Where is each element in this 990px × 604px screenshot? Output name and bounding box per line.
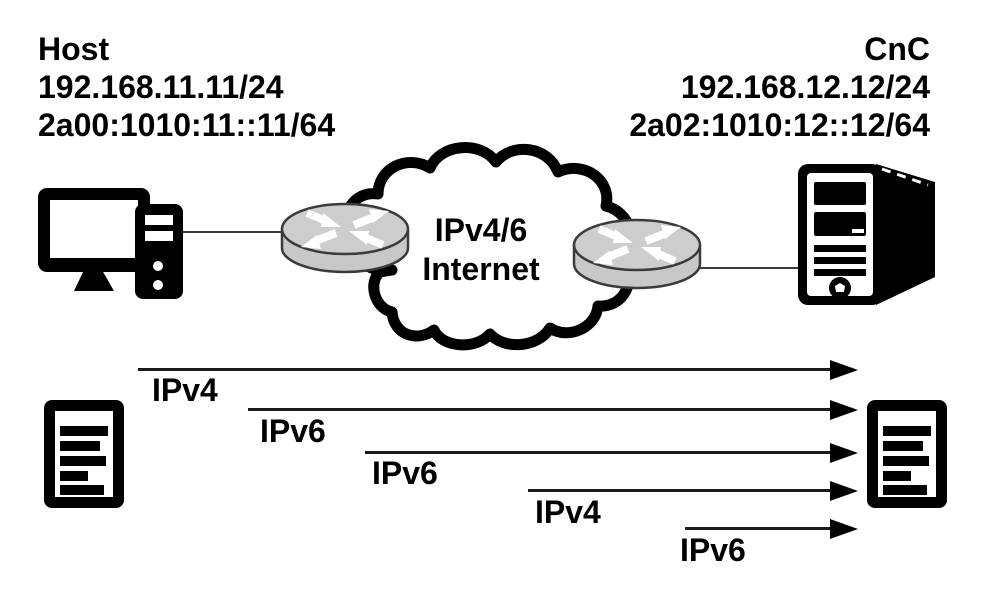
- cloud-caption-line1: IPv4/6: [434, 212, 528, 248]
- cnc-name: CnC: [864, 31, 930, 67]
- server-tower-icon: [798, 164, 935, 305]
- flow-label: IPv6: [680, 532, 746, 568]
- cnc-ipv6-address: 2a02:1010:12::12/64: [629, 107, 930, 143]
- flow-arrow: [248, 400, 858, 420]
- flow-label: IPv6: [260, 413, 326, 449]
- desktop-computer-icon: [38, 188, 183, 299]
- flow-label: IPv4: [152, 372, 218, 408]
- router-icon: [572, 218, 702, 290]
- cloud-caption: IPv4/6 Internet: [336, 211, 626, 289]
- cnc-label-block: CnC 192.168.12.12/24 2a02:1010:12::12/64: [629, 30, 930, 144]
- flow-arrow: [685, 519, 858, 539]
- host-label-block: Host 192.168.11.11/24 2a00:1010:11::11/6…: [38, 30, 335, 144]
- router-cnc-link: [700, 267, 798, 269]
- document-icon: [44, 400, 124, 508]
- flow-arrow: [138, 360, 858, 380]
- host-router-link: [181, 231, 283, 233]
- host-ipv6-address: 2a00:1010:11::11/64: [38, 107, 336, 143]
- flow-label: IPv4: [535, 494, 601, 530]
- flow-arrow: [528, 481, 858, 501]
- internet-cloud-shape: [341, 142, 637, 351]
- document-icon: [867, 400, 947, 508]
- router-icon: [280, 202, 410, 274]
- host-name: Host: [38, 31, 110, 67]
- cloud-caption-line2: Internet: [422, 251, 540, 287]
- flow-label: IPv6: [372, 455, 438, 491]
- flow-arrow: [365, 443, 858, 463]
- cnc-ipv4-address: 192.168.12.12/24: [680, 69, 930, 105]
- host-ipv4-address: 192.168.11.11/24: [38, 69, 284, 105]
